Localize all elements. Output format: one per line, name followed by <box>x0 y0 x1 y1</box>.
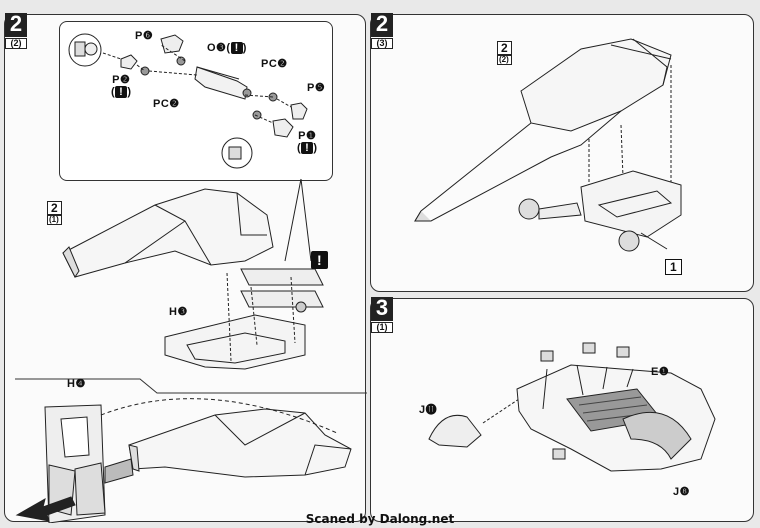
left-panel: 2 (2) <box>4 13 367 523</box>
right-bottom-drawing <box>428 342 716 472</box>
footer-credit: Scaned by Dalong.net <box>305 512 455 526</box>
label-pcp-top: PC❷ <box>261 58 288 70</box>
label-p1: P❶ (!) <box>297 129 318 154</box>
right-step-2-2-ref: 2 (2) <box>497 41 512 65</box>
step-sub: (1) <box>371 322 393 333</box>
label-pcp-bottom: PC❷ <box>153 98 180 110</box>
label-o3-text: O❸( <box>207 42 231 54</box>
label-e1: E❶ <box>651 366 670 378</box>
ref-num: 2 <box>497 41 512 55</box>
label-p1-open: ( <box>297 142 302 154</box>
right-bottom-panel: 3 (1) E❶ J⓫ J❽ <box>370 297 754 522</box>
step-sub: (2) <box>5 38 27 49</box>
label-p2-open: ( <box>111 86 116 98</box>
part-box-1: 1 <box>665 259 682 275</box>
ref-sub: (2) <box>497 55 512 65</box>
label-p2-text: P❷ <box>112 74 131 86</box>
label-p1-close: ) <box>313 142 318 154</box>
right-top-drawing <box>414 38 682 252</box>
left-panel-drawing <box>15 33 367 523</box>
step-3-1-marker: 3 (1) <box>371 297 393 333</box>
label-p1-text: P❶ <box>298 130 317 142</box>
label-p5: P❺ <box>307 82 326 94</box>
step-2-3-marker: 2 (3) <box>371 13 393 49</box>
step-number: 3 <box>371 297 393 321</box>
warning-icon: ! <box>301 142 314 154</box>
label-o3: O❸(!) <box>207 41 247 54</box>
step-number: 2 <box>371 13 393 37</box>
ref-sub: (1) <box>47 215 62 225</box>
step-number: 2 <box>5 13 27 37</box>
step-sub: (3) <box>371 38 393 49</box>
detail-callout-box <box>59 21 333 181</box>
label-j8: J❽ <box>673 486 690 498</box>
label-h3: H❸ <box>169 306 188 318</box>
step-2-1-ref: 2 (1) <box>47 201 62 225</box>
label-o3-close: ) <box>242 42 247 54</box>
warning-icon: ! <box>115 86 128 98</box>
label-p2-close: ) <box>127 86 132 98</box>
warning-icon-large: ! <box>311 251 328 269</box>
step-2-2-marker: 2 (2) <box>5 13 27 49</box>
warning-icon: ! <box>230 42 243 54</box>
label-p6: P❻ <box>135 30 154 42</box>
label-p2: P❷ (!) <box>111 73 132 98</box>
right-top-panel: 2 (3) 2 (2) 1 <box>370 13 754 292</box>
label-j11: J⓫ <box>419 404 438 416</box>
ref-num: 2 <box>47 201 62 215</box>
label-h4: H❹ <box>67 378 86 390</box>
